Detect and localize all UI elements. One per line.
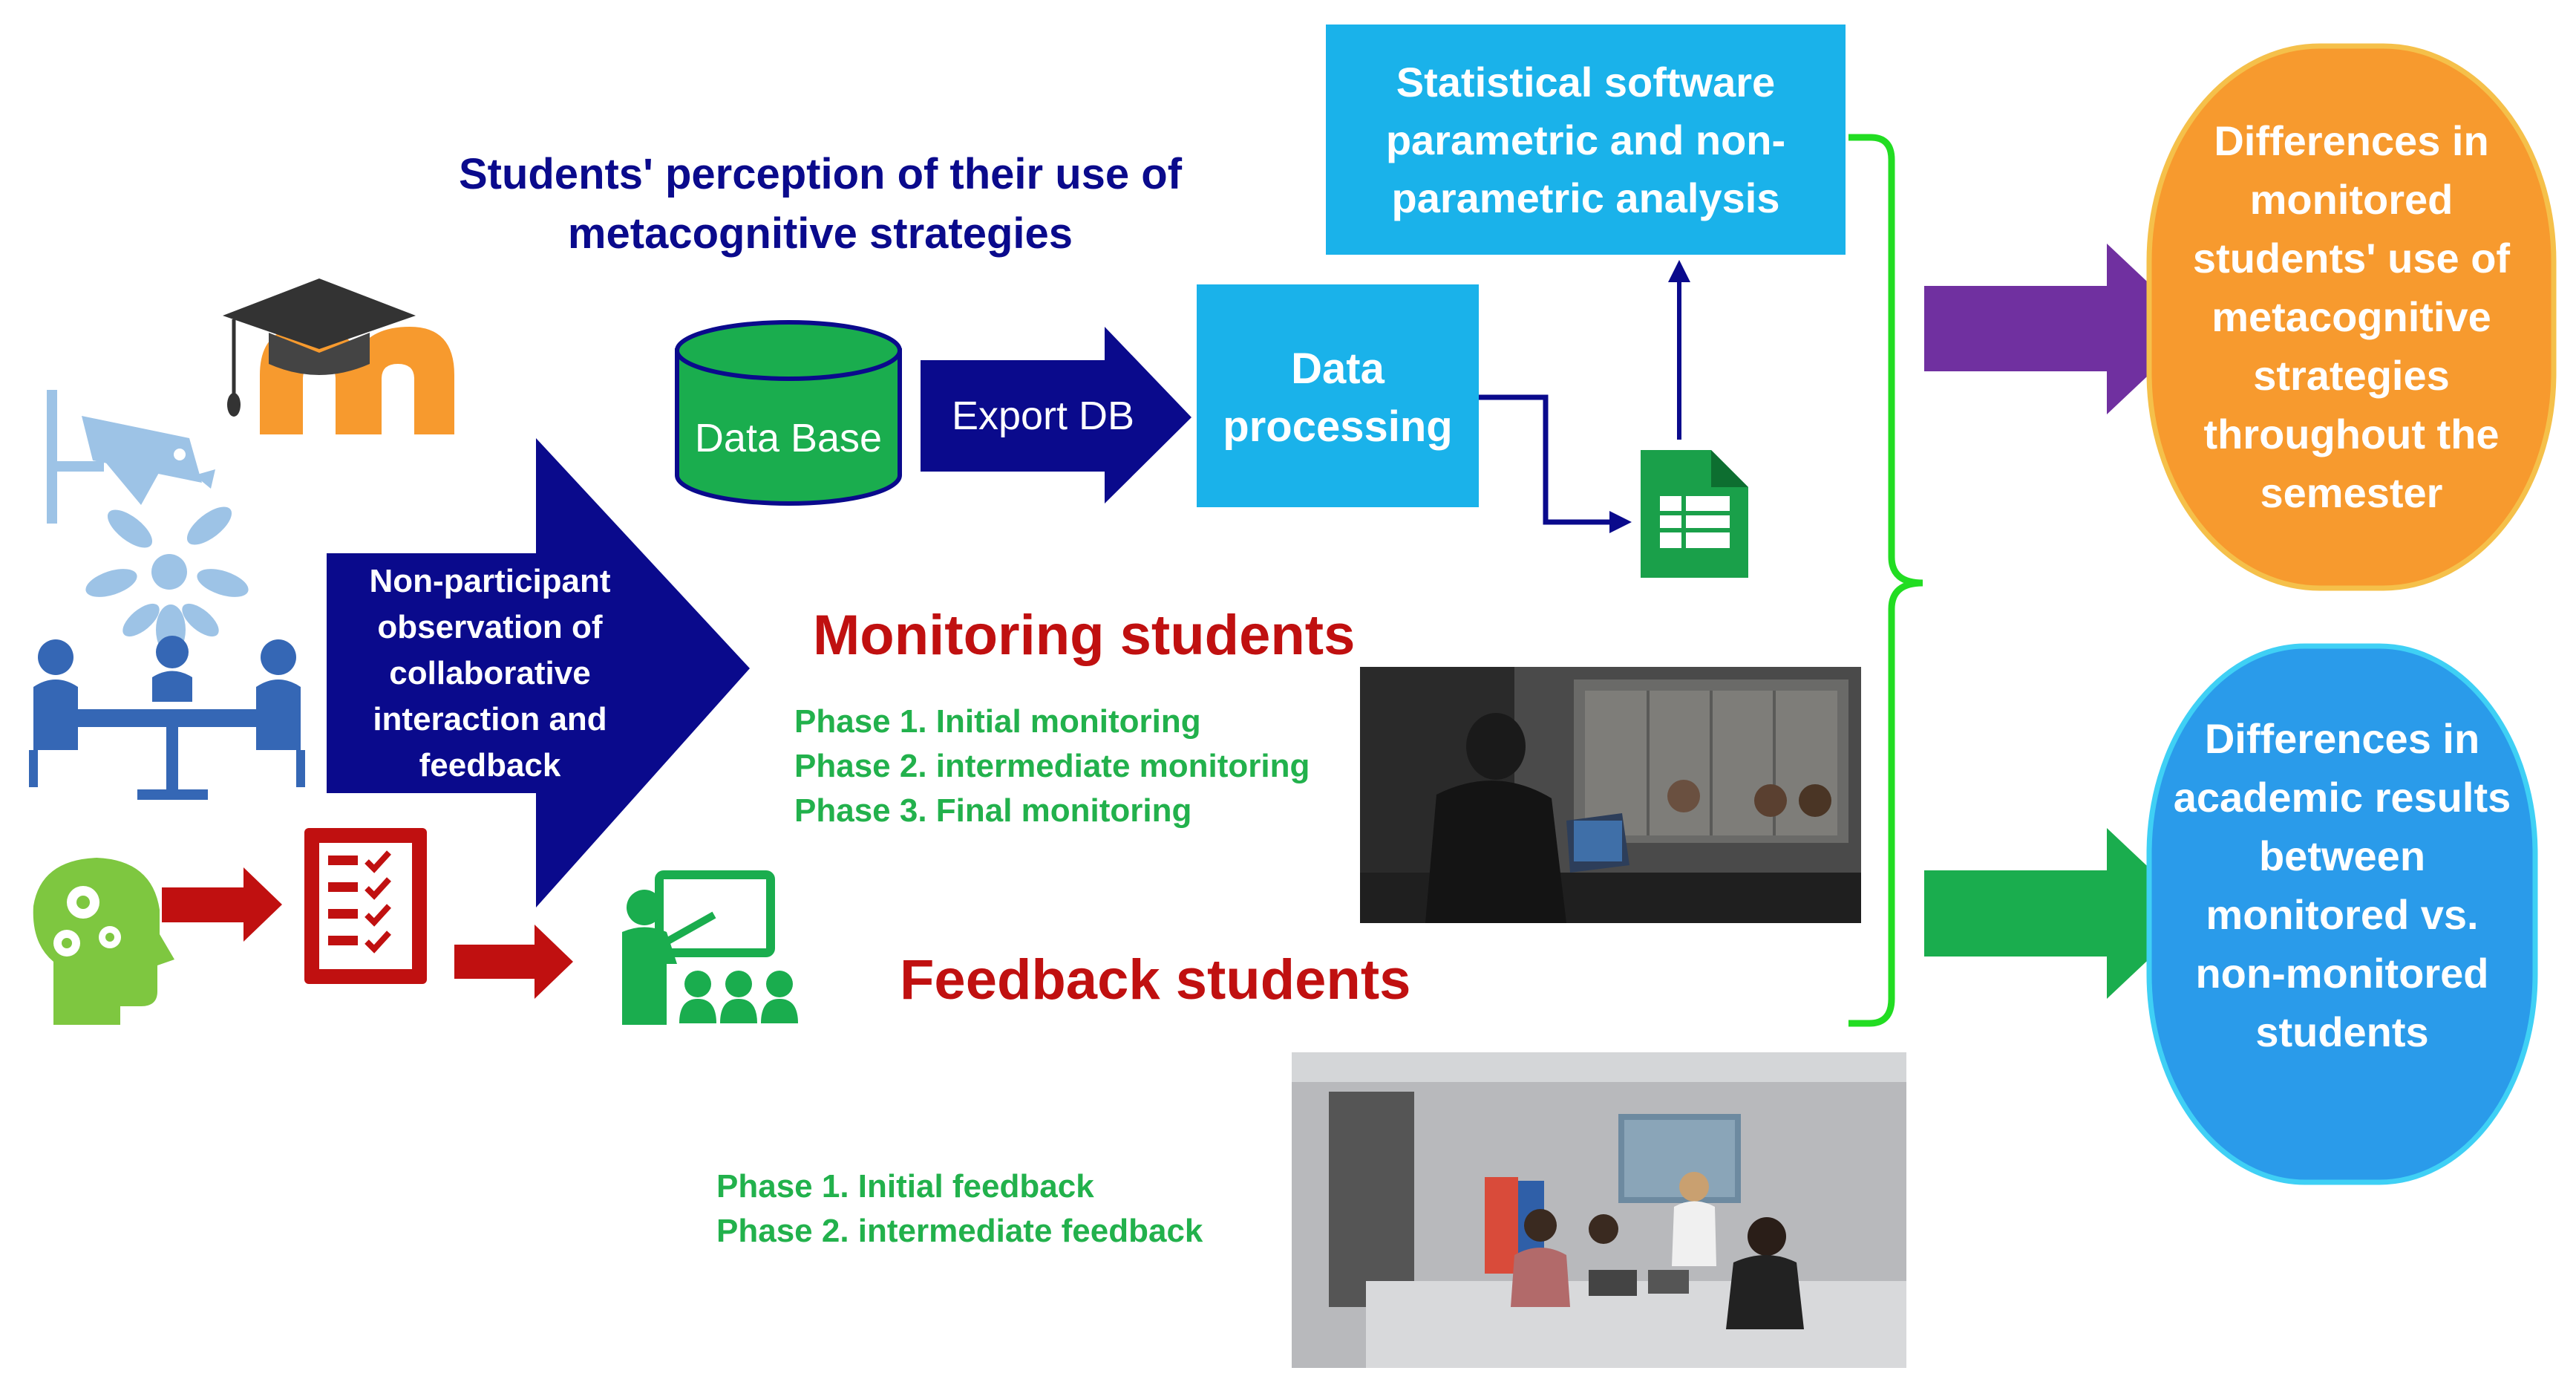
database-cylinder [675,320,902,506]
purple-result-arrow [1924,244,2197,414]
observation-label: Non-participant observation of collabora… [369,563,611,783]
result-bottom-label: Differences in academic results between … [2173,715,2511,1055]
red-arrow-2 [454,925,573,999]
upward-arrow [1668,260,1690,440]
export-label: Export DB [951,394,1135,438]
red-arrow-1 [162,867,282,942]
moodle-logo-icon [223,278,454,434]
database-label: Data Base [694,416,883,460]
curly-brace [1848,134,1923,1027]
hands-together-icon [85,506,249,655]
head-gears-icon [33,858,175,1025]
feedback-phase-1: Phase 1. Initial feedback [716,1168,1094,1205]
observation-triangle [327,438,750,907]
data-processing-box [1197,284,1479,507]
green-result-arrow [1924,828,2197,999]
monitoring-title: Monitoring students [813,604,1356,667]
result-top-label: Differences in monitored students' use o… [2192,117,2511,516]
monitoring-phase-1: Phase 1. Initial monitoring [794,703,1201,740]
blue-result-oval [2146,643,2538,1185]
feedback-photo [1292,1052,1906,1368]
monitoring-phase-2: Phase 2. intermediate monitoring [794,748,1310,784]
feedback-title: Feedback students [900,948,1411,1011]
processing-connector [1479,394,1632,533]
teacher-board-icon [622,870,798,1025]
data-processing-label: Data processing [1223,345,1453,451]
checklist-icon [304,828,427,984]
monitoring-photo [1360,667,1861,923]
perception-title: Students' perception of their use of met… [458,150,1183,258]
meeting-table-icon [29,636,305,800]
export-arrow [921,327,1191,504]
statistical-software-label: Statistical software parametric and non-… [1385,59,1786,221]
orange-result-oval [2146,43,2557,591]
monitoring-phase-3: Phase 3. Final monitoring [794,792,1192,829]
camera-icon [47,390,215,524]
statistical-software-box [1326,25,1846,255]
spreadsheet-icon [1641,450,1748,578]
feedback-phase-2: Phase 2. intermediate feedback [716,1213,1203,1249]
